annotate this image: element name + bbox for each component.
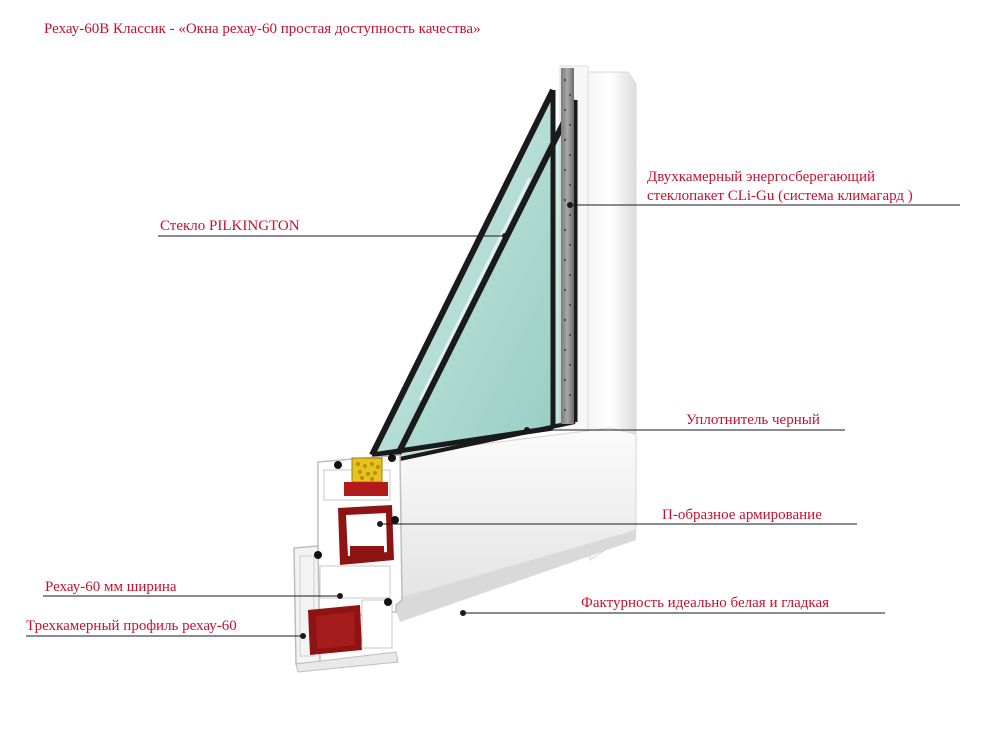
profile-cross-section — [293, 454, 403, 673]
spacer-perforation — [564, 79, 571, 411]
bottom-frame — [391, 427, 637, 622]
label-glass-unit-line2: стеклопакет CLi-Gu (система климагард ) — [647, 188, 913, 204]
spacer-bar — [561, 68, 574, 424]
diagram-title: Рехау-60В Классик - «Окна рехау-60 прост… — [44, 21, 481, 37]
label-texture: Фактурность идеально белая и гладкая — [581, 595, 829, 611]
label-glass: Стекло PILKINGTON — [160, 218, 300, 234]
label-glass-unit-line1: Двухкамерный энергосберегающий — [647, 169, 876, 185]
label-reinforcement: П-образное армирование — [662, 507, 822, 523]
glass-unit — [369, 88, 578, 462]
desiccant-granules — [356, 462, 380, 481]
label-profile: Трехкамерный профиль рехау-60 — [26, 618, 237, 634]
leader-lines — [26, 202, 960, 639]
label-seal: Уплотнитель черный — [686, 412, 820, 428]
label-width: Рехау-60 мм ширина — [45, 579, 177, 595]
